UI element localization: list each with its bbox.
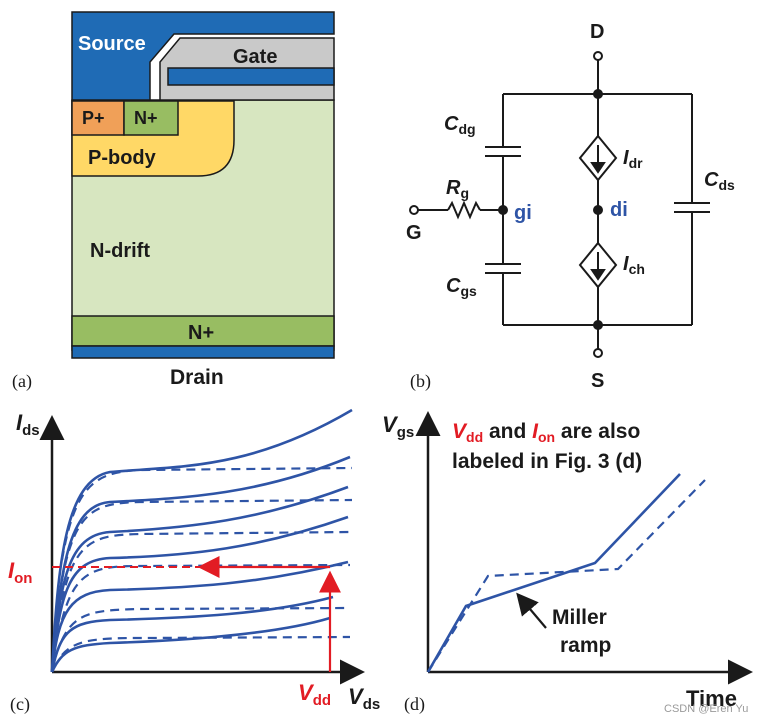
cgs-label: Cgs <box>446 275 477 299</box>
panel-a-label: (a) <box>12 371 32 392</box>
node-gi-dot <box>498 205 508 215</box>
vdd-label: Vdd <box>298 680 331 709</box>
p-plus-label: P+ <box>82 108 105 128</box>
c-dashed-curve-6 <box>61 635 351 656</box>
c-solid-curve-7 <box>50 616 331 673</box>
c-x-axis-label: Vds <box>348 684 380 713</box>
terminal-d <box>593 51 603 61</box>
drain-label: Drain <box>170 366 224 389</box>
c-dashed-curve-3 <box>60 530 351 601</box>
vgs-dashed-waveform <box>427 479 706 673</box>
source-metal <box>71 11 335 101</box>
cdg-label: Cdg <box>444 113 476 137</box>
d-note-line-1: Vdd and Ion are also <box>452 420 640 445</box>
terminal-g <box>409 205 419 215</box>
source-label: Source <box>78 33 146 55</box>
n-plus-source-region <box>123 100 179 136</box>
d-y-axis-label: Vgs <box>382 412 414 441</box>
n-plus-top-label: N+ <box>134 108 158 128</box>
c-solid-curve-1 <box>50 408 353 673</box>
c-dashed-curve-2 <box>60 498 353 581</box>
gate-label: Gate <box>233 46 277 68</box>
miller-ramp-arrow <box>516 592 547 629</box>
c-solid-curve-5 <box>50 560 349 673</box>
p-body-label: P-body <box>88 147 157 169</box>
ich-label: Ich <box>623 253 645 277</box>
panel-b-circuit <box>409 51 710 358</box>
idr-label: Idr <box>623 147 643 171</box>
d-x-axis-label: Time <box>686 686 737 711</box>
node-g-label: G <box>406 222 422 244</box>
c-dashed-curve-4 <box>60 563 351 621</box>
c-solid-curve-4 <box>50 515 349 673</box>
miller-label-line-2: ramp <box>560 634 611 657</box>
panel-d-gate-waveform: Vgs Time Vdd and Ion are also labeled in… <box>382 411 753 715</box>
node-di-label: di <box>610 199 628 221</box>
d-note-line-2: labeled in Fig. 3 (d) <box>452 450 642 473</box>
ion-label: Ion <box>8 558 32 587</box>
n-drift-label: N-drift <box>90 240 150 262</box>
panel-b-label: (b) <box>410 371 431 392</box>
panel-c-label: (c) <box>10 694 30 715</box>
watermark: CSDN @Eren Yu <box>664 703 748 715</box>
gate-electrode <box>167 67 335 86</box>
node-gi-label: gi <box>514 202 532 224</box>
node-s-label: S <box>591 370 604 392</box>
node-d-label: D <box>590 21 604 43</box>
node-di-dot <box>593 205 603 215</box>
terminal-s <box>593 348 603 358</box>
c-dashed-curve-1 <box>60 466 353 561</box>
cds-label: Cds <box>704 169 735 193</box>
panel-c-output-curves: Ids Vds Ion Vdd (c) <box>8 408 380 715</box>
miller-label-line-1: Miller <box>552 606 607 629</box>
rg-resistor <box>447 200 481 220</box>
panel-b-labels: D S G gi di Cdg Cgs Cds Rg Idr Ich (b) <box>406 21 735 392</box>
drain-metal <box>71 345 335 359</box>
c-solid-curve-2 <box>50 455 351 673</box>
c-solid-curve-3 <box>50 485 349 673</box>
rg-label: Rg <box>446 177 469 201</box>
panel-d-label: (d) <box>404 694 425 715</box>
p-plus-region <box>71 100 125 136</box>
vgs-solid-waveform <box>426 473 681 673</box>
panel-a-cross-section: Source Gate P+ N+ P-body N-drift N+ Drai… <box>12 11 335 392</box>
c-y-axis-label: Ids <box>16 410 40 439</box>
n-plus-bottom-label: N+ <box>188 322 214 344</box>
